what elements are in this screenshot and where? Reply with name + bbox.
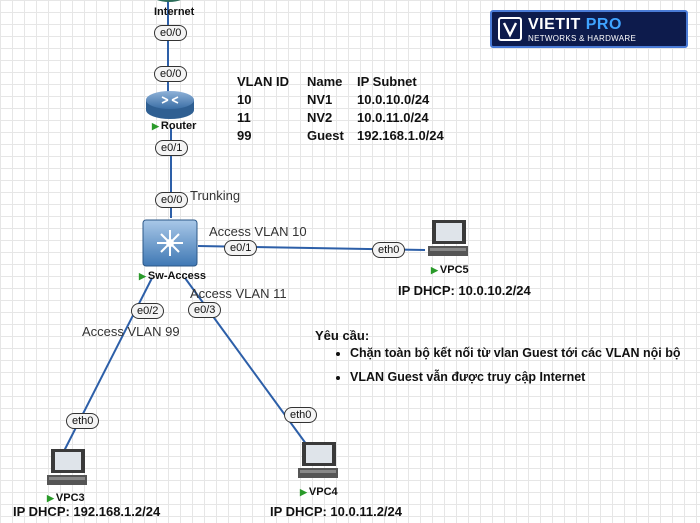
vlan-table-cell: Guest	[307, 127, 344, 143]
vlan-table-header-cell: IP Subnet	[357, 73, 417, 89]
router-label-text: Router	[160, 120, 197, 132]
vlan-table-row: 10 NV1 10.0.10.0/24	[233, 90, 448, 108]
logo-brand-text: VIETIT	[528, 16, 581, 33]
vlan-table-cell: NV2	[307, 109, 333, 125]
status-icon: ▶	[431, 265, 438, 275]
vpc3-label: ▶VPC3	[47, 492, 85, 504]
vpc3-node[interactable]	[43, 447, 91, 491]
vlan-table-cell: 99	[237, 127, 252, 143]
logo-tagline: NETWORKS & HARDWARE	[528, 34, 637, 43]
router-label: ▶Router	[152, 120, 196, 132]
trunking-note: Trunking	[190, 188, 241, 203]
cloud-icon	[157, 0, 181, 2]
vlan-table-cell: 10	[237, 91, 252, 107]
requirement-item: VLAN Guest vẫn được truy cập Internet	[350, 370, 680, 384]
vlan-table-cell: 10.0.10.0/24	[357, 91, 430, 107]
port-vpc3-eth0[interactable]: eth0	[66, 413, 100, 429]
logo-brand-accent: PRO	[585, 16, 622, 33]
vlan-table-cell: 11	[237, 109, 251, 125]
vlan-table-cell: 192.168.1.0/24	[357, 127, 444, 143]
port-vpc4-eth0[interactable]: eth0	[284, 407, 318, 423]
vpc5-label-text: VPC5	[439, 264, 469, 276]
port-switch-e03[interactable]: e0/3	[188, 302, 222, 318]
status-icon: ▶	[152, 121, 159, 131]
vlan-table-cell: 10.0.11.0/24	[357, 109, 429, 125]
vpc5-ip: IP DHCP: 10.0.10.2/24	[398, 283, 531, 298]
vpc3-label-text: VPC3	[55, 492, 85, 504]
switch-node[interactable]	[141, 218, 199, 268]
internet-node[interactable]	[144, 0, 194, 6]
status-icon: ▶	[47, 493, 54, 503]
vlan-table-header: VLAN ID Name IP Subnet	[233, 72, 448, 90]
vpc5-label: ▶VPC5	[431, 264, 469, 276]
switch-icon	[142, 219, 198, 267]
port-switch-e01[interactable]: e0/1	[224, 240, 258, 256]
access-vlan10-note: Access VLAN 10	[209, 224, 307, 239]
port-switch-e00[interactable]: e0/0	[155, 192, 189, 208]
pc-icon	[298, 442, 338, 478]
port-internet-e00[interactable]: e0/0	[154, 25, 188, 41]
port-switch-e02[interactable]: e0/2	[131, 303, 165, 319]
port-vpc5-eth0[interactable]: eth0	[372, 242, 406, 258]
router-node[interactable]	[144, 90, 196, 120]
vlan-table: VLAN ID Name IP Subnet 10 NV1 10.0.10.0/…	[233, 72, 448, 144]
switch-label: ▶Sw-Access	[139, 270, 206, 282]
pc-icon	[428, 220, 468, 256]
access-vlan11-note: Access VLAN 11	[190, 286, 287, 301]
vlan-table-header-cell: Name	[307, 73, 343, 89]
vpc5-node[interactable]	[424, 218, 472, 262]
access-vlan99-note: Access VLAN 99	[82, 324, 180, 339]
pc-icon	[47, 449, 87, 485]
internet-label: Internet	[154, 6, 195, 18]
vpc4-node[interactable]	[294, 440, 342, 484]
requirements-list: Chặn toàn bộ kết nối từ vlan Guest tới c…	[318, 346, 680, 394]
vpc4-label: ▶VPC4	[300, 486, 338, 498]
status-icon: ▶	[300, 487, 307, 497]
logo-brand: VIETIT PRO	[528, 16, 622, 34]
router-icon	[146, 91, 194, 119]
vpc4-ip: IP DHCP: 10.0.11.2/24	[270, 504, 403, 519]
vpc3-ip: IP DHCP: 192.168.1.2/24	[13, 504, 161, 519]
switch-label-text: Sw-Access	[147, 270, 207, 282]
port-router-e00[interactable]: e0/0	[154, 66, 188, 82]
vietit-pro-logo: VIETIT PRO NETWORKS & HARDWARE	[490, 10, 688, 48]
vlan-table-row: 11 NV2 10.0.11.0/24	[233, 108, 448, 126]
vlan-table-row: 99 Guest 192.168.1.0/24	[233, 126, 448, 144]
logo-mark-icon	[498, 17, 522, 41]
port-router-e01[interactable]: e0/1	[155, 140, 189, 156]
status-icon: ▶	[139, 271, 146, 281]
requirements-title: Yêu cầu:	[315, 328, 370, 343]
vlan-table-cell: NV1	[307, 91, 333, 107]
vpc4-label-text: VPC4	[308, 486, 338, 498]
requirement-item: Chặn toàn bộ kết nối từ vlan Guest tới c…	[350, 346, 680, 360]
vlan-table-header-cell: VLAN ID	[237, 73, 289, 89]
